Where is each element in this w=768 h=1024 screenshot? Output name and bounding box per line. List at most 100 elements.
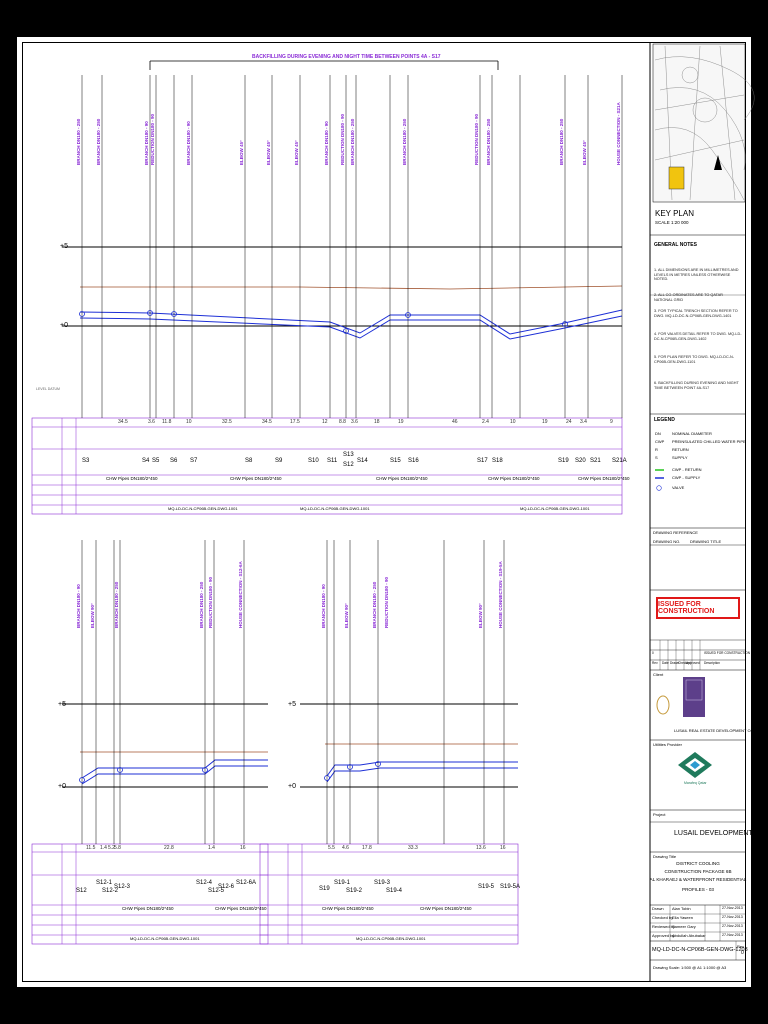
level-label: +5 — [288, 701, 296, 708]
legend-code: S — [655, 455, 658, 460]
drawing-title-line: AL KHARAEJ & WATERFRONT RESIDENTIAL — [649, 877, 747, 882]
station-label: S3 — [82, 458, 90, 464]
fitting-label: BRANCH DN180 - 250 — [96, 118, 101, 165]
station-label: S12 — [76, 888, 87, 894]
station-label: S9 — [275, 458, 283, 464]
fitting-label: BRANCH DN180 - 90 — [144, 121, 149, 165]
distance-value: 10 — [510, 419, 516, 425]
fitting-label: ELBOW 45° — [239, 140, 244, 165]
station-label: S11 — [327, 458, 338, 464]
level-label: +5 — [58, 701, 66, 708]
person-date: 27-Nov-2013 — [722, 933, 743, 937]
general-note: 6. BACKFILLING DURING EVENING AND NIGHT … — [654, 381, 739, 390]
person-date: 27-Nov-2013 — [722, 924, 743, 928]
pipe-spec-label: CHW Pipes DN180/2*450 — [215, 906, 267, 911]
distance-value: 3.6 — [351, 419, 358, 425]
general-note: 4. FOR VALVES DETAIL REFER TO DWG. MQ-LD… — [654, 332, 742, 341]
distance-value: 24 — [566, 419, 572, 425]
station-label: S7 — [190, 458, 198, 464]
fitting-label: ELBOW 45° — [294, 140, 299, 165]
person-role: Reviewed by — [652, 924, 675, 929]
fitting-label: REDUCTION DN180 - 90 — [340, 113, 345, 165]
level-label: +0 — [58, 783, 66, 790]
fitting-label: BRANCH DN180 - 250 — [559, 118, 564, 165]
legend-text: PREINSULATED CHILLED WATER PIPE — [672, 439, 746, 444]
fitting-label: REDUCTION DN180 - 90 — [474, 113, 479, 165]
project-name: LUSAIL DEVELOPMENT — [674, 830, 753, 837]
drawing-title-line: DISTRICT COOLING — [676, 861, 720, 866]
person-role: Checked by — [652, 915, 674, 920]
distance-value: 5.8 — [114, 845, 121, 851]
station-label: S21A — [612, 458, 627, 464]
drawing-ref-label: MQ-LD-DC-N-CP06B-GEN-DWG-1001 — [300, 506, 370, 511]
station-label: S15 — [390, 458, 401, 464]
general-notes-title: GENERAL NOTES — [654, 242, 697, 248]
station-label: S14 — [357, 458, 368, 464]
pipe-spec-label: CHW Pipes DN180/2*450 — [122, 906, 174, 911]
rev-header-cell: Checked — [678, 661, 691, 665]
drawing-title-line: CONSTRUCTION PACKAGE 6B — [664, 869, 732, 874]
station-label: S19-5A — [500, 884, 521, 890]
level-label: +5 — [60, 243, 68, 250]
person-role: Approved by — [652, 933, 675, 938]
fitting-label: BRANCH DN180 - 250 — [76, 118, 81, 165]
general-note: 5. FOR PLAN REFER TO DWG. MQ-LD-DC-N-CP0… — [654, 355, 735, 364]
distance-value: 12 — [322, 419, 328, 425]
station-label: S8 — [245, 458, 253, 464]
fitting-label: ELBOW 90° — [90, 603, 95, 628]
client-label: Client — [653, 672, 664, 677]
legend-text: CWP - SUPPLY — [672, 475, 701, 480]
distance-value: 33.3 — [408, 845, 418, 851]
distance-value: 10 — [186, 419, 192, 425]
utility-label: Utilities Provider — [653, 742, 682, 747]
rev-row-cell: 0 — [652, 651, 654, 655]
distance-value: 17.5 — [290, 419, 300, 425]
rev-header-cell: Rev — [652, 661, 658, 665]
drawing-title-section-label: Drawing Title — [653, 854, 677, 859]
fitting-label: REDUCTION DN180 - 90 — [150, 113, 155, 165]
general-note: 3. FOR TYPICAL TRENCH SECTION REFER TO D… — [654, 309, 738, 318]
person-name: Abdullah Abubakar — [672, 933, 706, 938]
fitting-label: HOUSE CONNECTION - S12-6A — [238, 561, 243, 628]
utility-name: Marafeq Qatar — [684, 781, 707, 785]
legend-code: DN — [655, 431, 661, 436]
distance-value: 16 — [240, 845, 246, 851]
level-label: +0 — [60, 322, 68, 329]
drawing-ref-label: MQ-LD-DC-N-CP06B-GEN-DWG-1001 — [356, 936, 426, 941]
pipe-spec-label: CHW Pipes DN180/2*450 — [376, 476, 428, 481]
distance-value: 3.6 — [148, 419, 155, 425]
rev-value: 0 — [741, 950, 744, 956]
legend-text: RETURN — [672, 447, 689, 452]
fitting-label: HOUSE CONNECTION - S19-5A — [498, 561, 503, 628]
fitting-label: BRANCH DN180 - 90 — [186, 121, 191, 165]
fitting-label: BRANCH DN180 - 250 — [486, 118, 491, 165]
station-label: S19-3 — [374, 880, 391, 886]
distance-value: 34.5 — [118, 419, 128, 425]
distance-value: 16 — [500, 845, 506, 851]
distance-value: 18 — [374, 419, 380, 425]
distance-value: 2.4 — [482, 419, 489, 425]
fitting-label: BRANCH DN180 - 250 — [372, 581, 377, 628]
distance-value: 13.6 — [476, 845, 486, 851]
legend-title: LEGEND — [654, 417, 675, 423]
station-label: S21 — [590, 458, 601, 464]
rev-label: Rev — [737, 944, 745, 949]
fitting-label: BRANCH DN180 - 250 — [402, 118, 407, 165]
distance-value: 11.8 — [162, 419, 172, 425]
distance-value: 3.4 — [580, 419, 587, 425]
person-name: Alan Tobin — [672, 906, 691, 911]
distance-value: 9 — [610, 419, 613, 425]
level-datum-label: LEVEL DATUM — [36, 387, 60, 391]
pipe-spec-label: CHW Pipes DN180/2*450 — [230, 476, 282, 481]
station-label: S19 — [558, 458, 569, 464]
station-label: S13 — [343, 452, 354, 458]
legend-text: VALVE — [672, 485, 685, 490]
fitting-label: BRANCH DN180 - 250 — [199, 581, 204, 628]
legend-text: NOMINAL DIAMETER — [672, 431, 712, 436]
station-label: S19-2 — [346, 888, 363, 894]
distance-value: 5.5 — [328, 845, 335, 851]
station-label: S12-6A — [236, 880, 257, 886]
